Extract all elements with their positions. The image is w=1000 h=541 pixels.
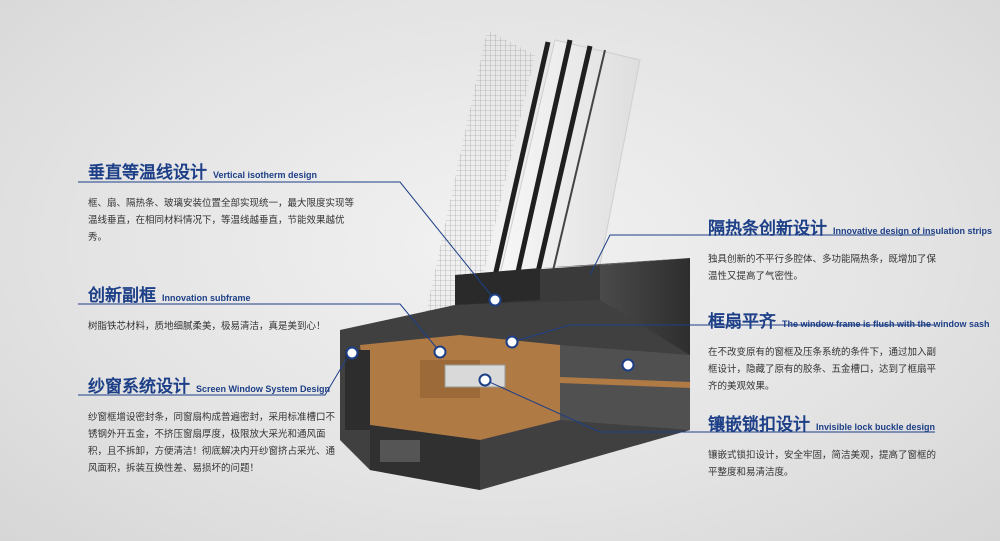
- feature-description: 树脂铁芯材料，质地细腻柔美，极易清洁，真是美到心！: [88, 321, 326, 332]
- feature-description: 纱窗框增设密封条，同窗扇构成普遍密封，采用标准槽口不锈钢外开五金，不挤压窗扇厚度…: [88, 412, 336, 474]
- feature-description: 独具创新的不平行多腔体、多功能隔热条，既增加了保温性又提高了气密性。: [708, 254, 937, 282]
- feature-description: 框、扇、隔热条、玻璃安装位置全部实现统一，最大限度实现等温线垂直，在相同材料情况…: [88, 198, 355, 243]
- feature-title-cn: 垂直等温线设计: [88, 163, 207, 182]
- feature-title: 隔热条创新设计 Innovative design of insulation s…: [708, 214, 992, 239]
- feature-description: 镶嵌式锁扣设计，安全牢固，简洁美观，提高了窗框的平整度和易清洁度。: [708, 450, 937, 478]
- feature-title: 创新副框 Innovation subframe: [88, 281, 358, 306]
- feature-title-en: Vertical isotherm design: [213, 170, 318, 180]
- feature-description: 在不改变原有的窗框及压条系统的条件下，通过加入副框设计，隐藏了原有的胶条、五金槽…: [708, 347, 937, 392]
- feature-title-cn: 创新副框: [88, 286, 156, 305]
- feature-insulation-strips: 隔热条创新设计 Innovative design of insulation s…: [708, 214, 992, 285]
- feature-innovation-subframe: 创新副框 Innovation subframe 树脂铁芯材料，质地细腻柔美，极易…: [88, 281, 358, 335]
- feature-title: 框扇平齐 The window frame is flush with the w…: [708, 307, 990, 332]
- feature-screen-window: 纱窗系统设计 Screen Window System Design 纱窗框增设密…: [88, 372, 336, 477]
- feature-title: 垂直等温线设计 Vertical isotherm design: [88, 158, 358, 183]
- feature-title-cn: 镶嵌锁扣设计: [708, 415, 810, 434]
- feature-title: 纱窗系统设计 Screen Window System Design: [88, 372, 336, 397]
- feature-title-en: Invisible lock buckle design: [816, 422, 936, 432]
- marker-dots: [345, 293, 635, 387]
- feature-title-en: Innovative design of insulation strips: [833, 226, 993, 236]
- feature-title-en: The window frame is flush with the windo…: [782, 319, 990, 329]
- feature-title-cn: 隔热条创新设计: [708, 219, 827, 238]
- leader-lines: [78, 181, 935, 433]
- feature-title-en: Innovation subframe: [162, 293, 251, 303]
- feature-invisible-lock: 镶嵌锁扣设计 Invisible lock buckle design 镶嵌式锁扣…: [708, 410, 943, 481]
- feature-title-en: Screen Window System Design: [196, 384, 330, 394]
- screen-mesh: [422, 30, 535, 330]
- glass-panes: [490, 39, 641, 286]
- feature-vertical-isotherm: 垂直等温线设计 Vertical isotherm design 框、扇、隔热条、…: [88, 158, 358, 246]
- frame-lower: [340, 300, 691, 490]
- feature-frame-flush: 框扇平齐 The window frame is flush with the w…: [708, 307, 990, 395]
- feature-title-cn: 纱窗系统设计: [88, 377, 190, 396]
- feature-title: 镶嵌锁扣设计 Invisible lock buckle design: [708, 410, 943, 435]
- feature-title-cn: 框扇平齐: [708, 312, 776, 331]
